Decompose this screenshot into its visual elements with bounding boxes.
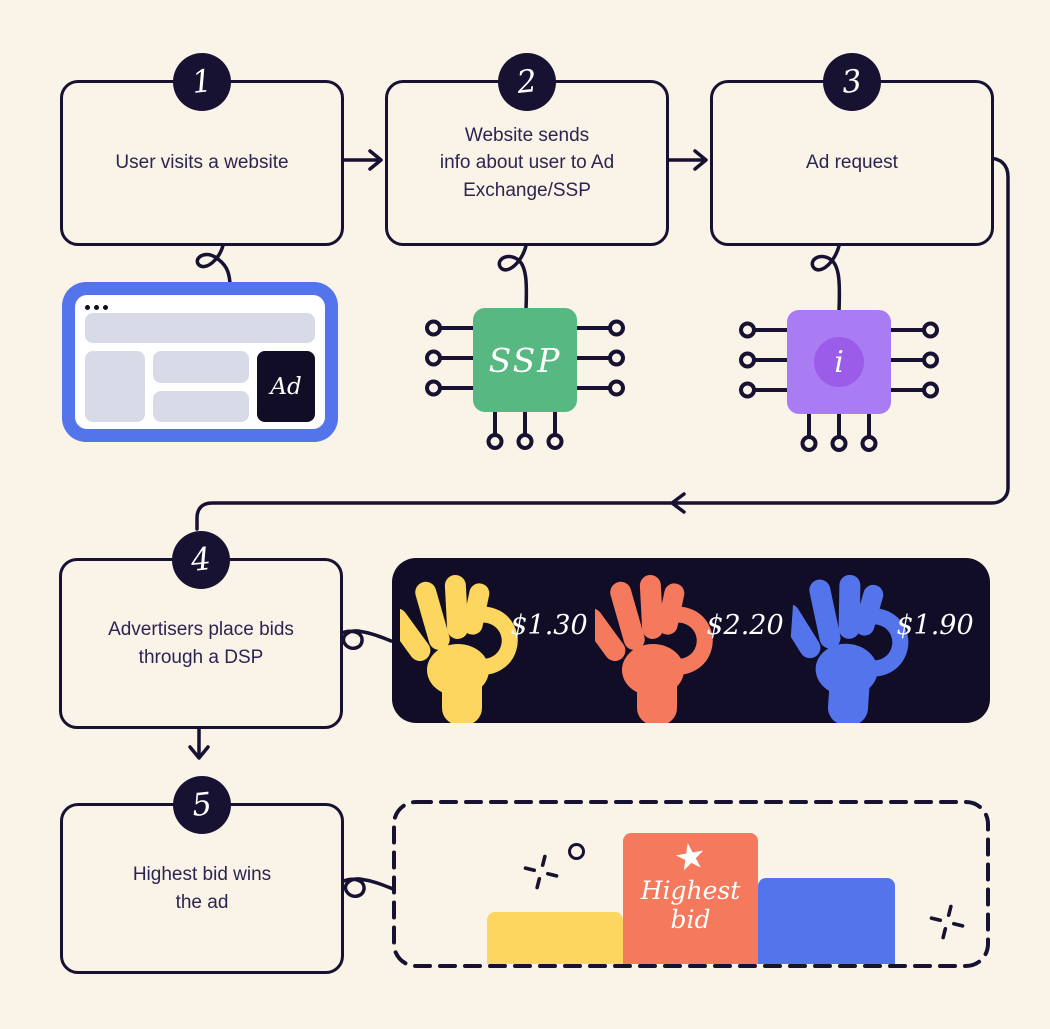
step-number: 3 <box>840 63 864 101</box>
ad-slot-box: Ad <box>257 351 315 422</box>
bid-amount: $2.20 <box>706 610 784 641</box>
arrow-step4-step5 <box>188 724 210 760</box>
step-label: Website sends info about user to Ad Exch… <box>439 124 615 201</box>
step-box-1: 1 User visits a website <box>60 53 344 246</box>
arrow-step2-step3 <box>664 149 708 171</box>
bid-amount: $1.30 <box>510 610 588 641</box>
ssp-chip-icon: SSP <box>441 308 609 434</box>
step-number: 4 <box>189 541 213 579</box>
podium-bar-blue <box>758 878 895 964</box>
bid-hand-icon <box>784 574 909 723</box>
wireframe-left-block <box>85 351 145 422</box>
step-label: User visits a website <box>115 152 289 174</box>
squiggle-step4-bids <box>337 629 393 650</box>
step-box-4: 4 Advertisers place bids through a DSP <box>59 531 343 729</box>
bids-panel: $1.30 $2.20 $1.90 <box>392 558 990 723</box>
arrow-step3-step4 <box>195 156 1010 531</box>
info-chip-icon: i <box>755 310 923 436</box>
step-number-badge: 4 <box>172 531 230 589</box>
sparkle-circle-icon <box>568 843 585 860</box>
step-box-5: 5 Highest bid wins the ad <box>60 776 344 974</box>
podium-panel: ★ Highest bid <box>392 800 990 968</box>
step-number: 1 <box>190 63 214 101</box>
info-circle: i <box>814 337 864 387</box>
wireframe-middle-blocks <box>153 351 249 422</box>
squiggle-step5-podium <box>339 877 395 898</box>
step-number-badge: 1 <box>173 53 231 111</box>
dashed-border <box>392 800 990 968</box>
squiggle-step3-info <box>810 239 842 313</box>
ad-slot-label: Ad <box>270 373 302 400</box>
bid-amount: $1.90 <box>896 610 974 641</box>
step-label: Ad request <box>806 152 898 174</box>
step-number-badge: 2 <box>498 53 556 111</box>
podium-bar-winner: ★ Highest bid <box>623 833 758 964</box>
browser-window-illustration: Ad <box>62 282 338 442</box>
sparkle-plus-icon <box>929 904 965 940</box>
arrow-step1-step2 <box>339 149 383 171</box>
ssp-chip-label: SSP <box>488 340 562 380</box>
podium-bar-yellow <box>487 912 623 964</box>
step-label: Highest bid wins the ad <box>132 863 272 913</box>
wireframe-header-block <box>85 313 315 343</box>
bid-hand-icon <box>595 575 713 723</box>
step-number: 2 <box>515 63 539 101</box>
bid-hand-icon <box>400 575 518 723</box>
step-number-badge: 5 <box>173 776 231 834</box>
step-box-2: 2 Website sends info about user to Ad Ex… <box>385 53 669 246</box>
sparkle-plus-icon <box>523 854 559 890</box>
step-number: 5 <box>190 786 214 824</box>
browser-dots-icon <box>85 302 315 313</box>
squiggle-step1-browser <box>195 239 232 285</box>
step-box-3: 3 Ad request <box>710 53 994 246</box>
winner-label: Highest bid <box>640 876 741 934</box>
info-chip-label: i <box>834 344 844 380</box>
step-number-badge: 3 <box>823 53 881 111</box>
star-icon: ★ <box>670 833 710 880</box>
step-label: Advertisers place bids through a DSP <box>108 618 294 668</box>
squiggle-step2-ssp <box>497 239 529 311</box>
browser-screen: Ad <box>75 295 325 429</box>
